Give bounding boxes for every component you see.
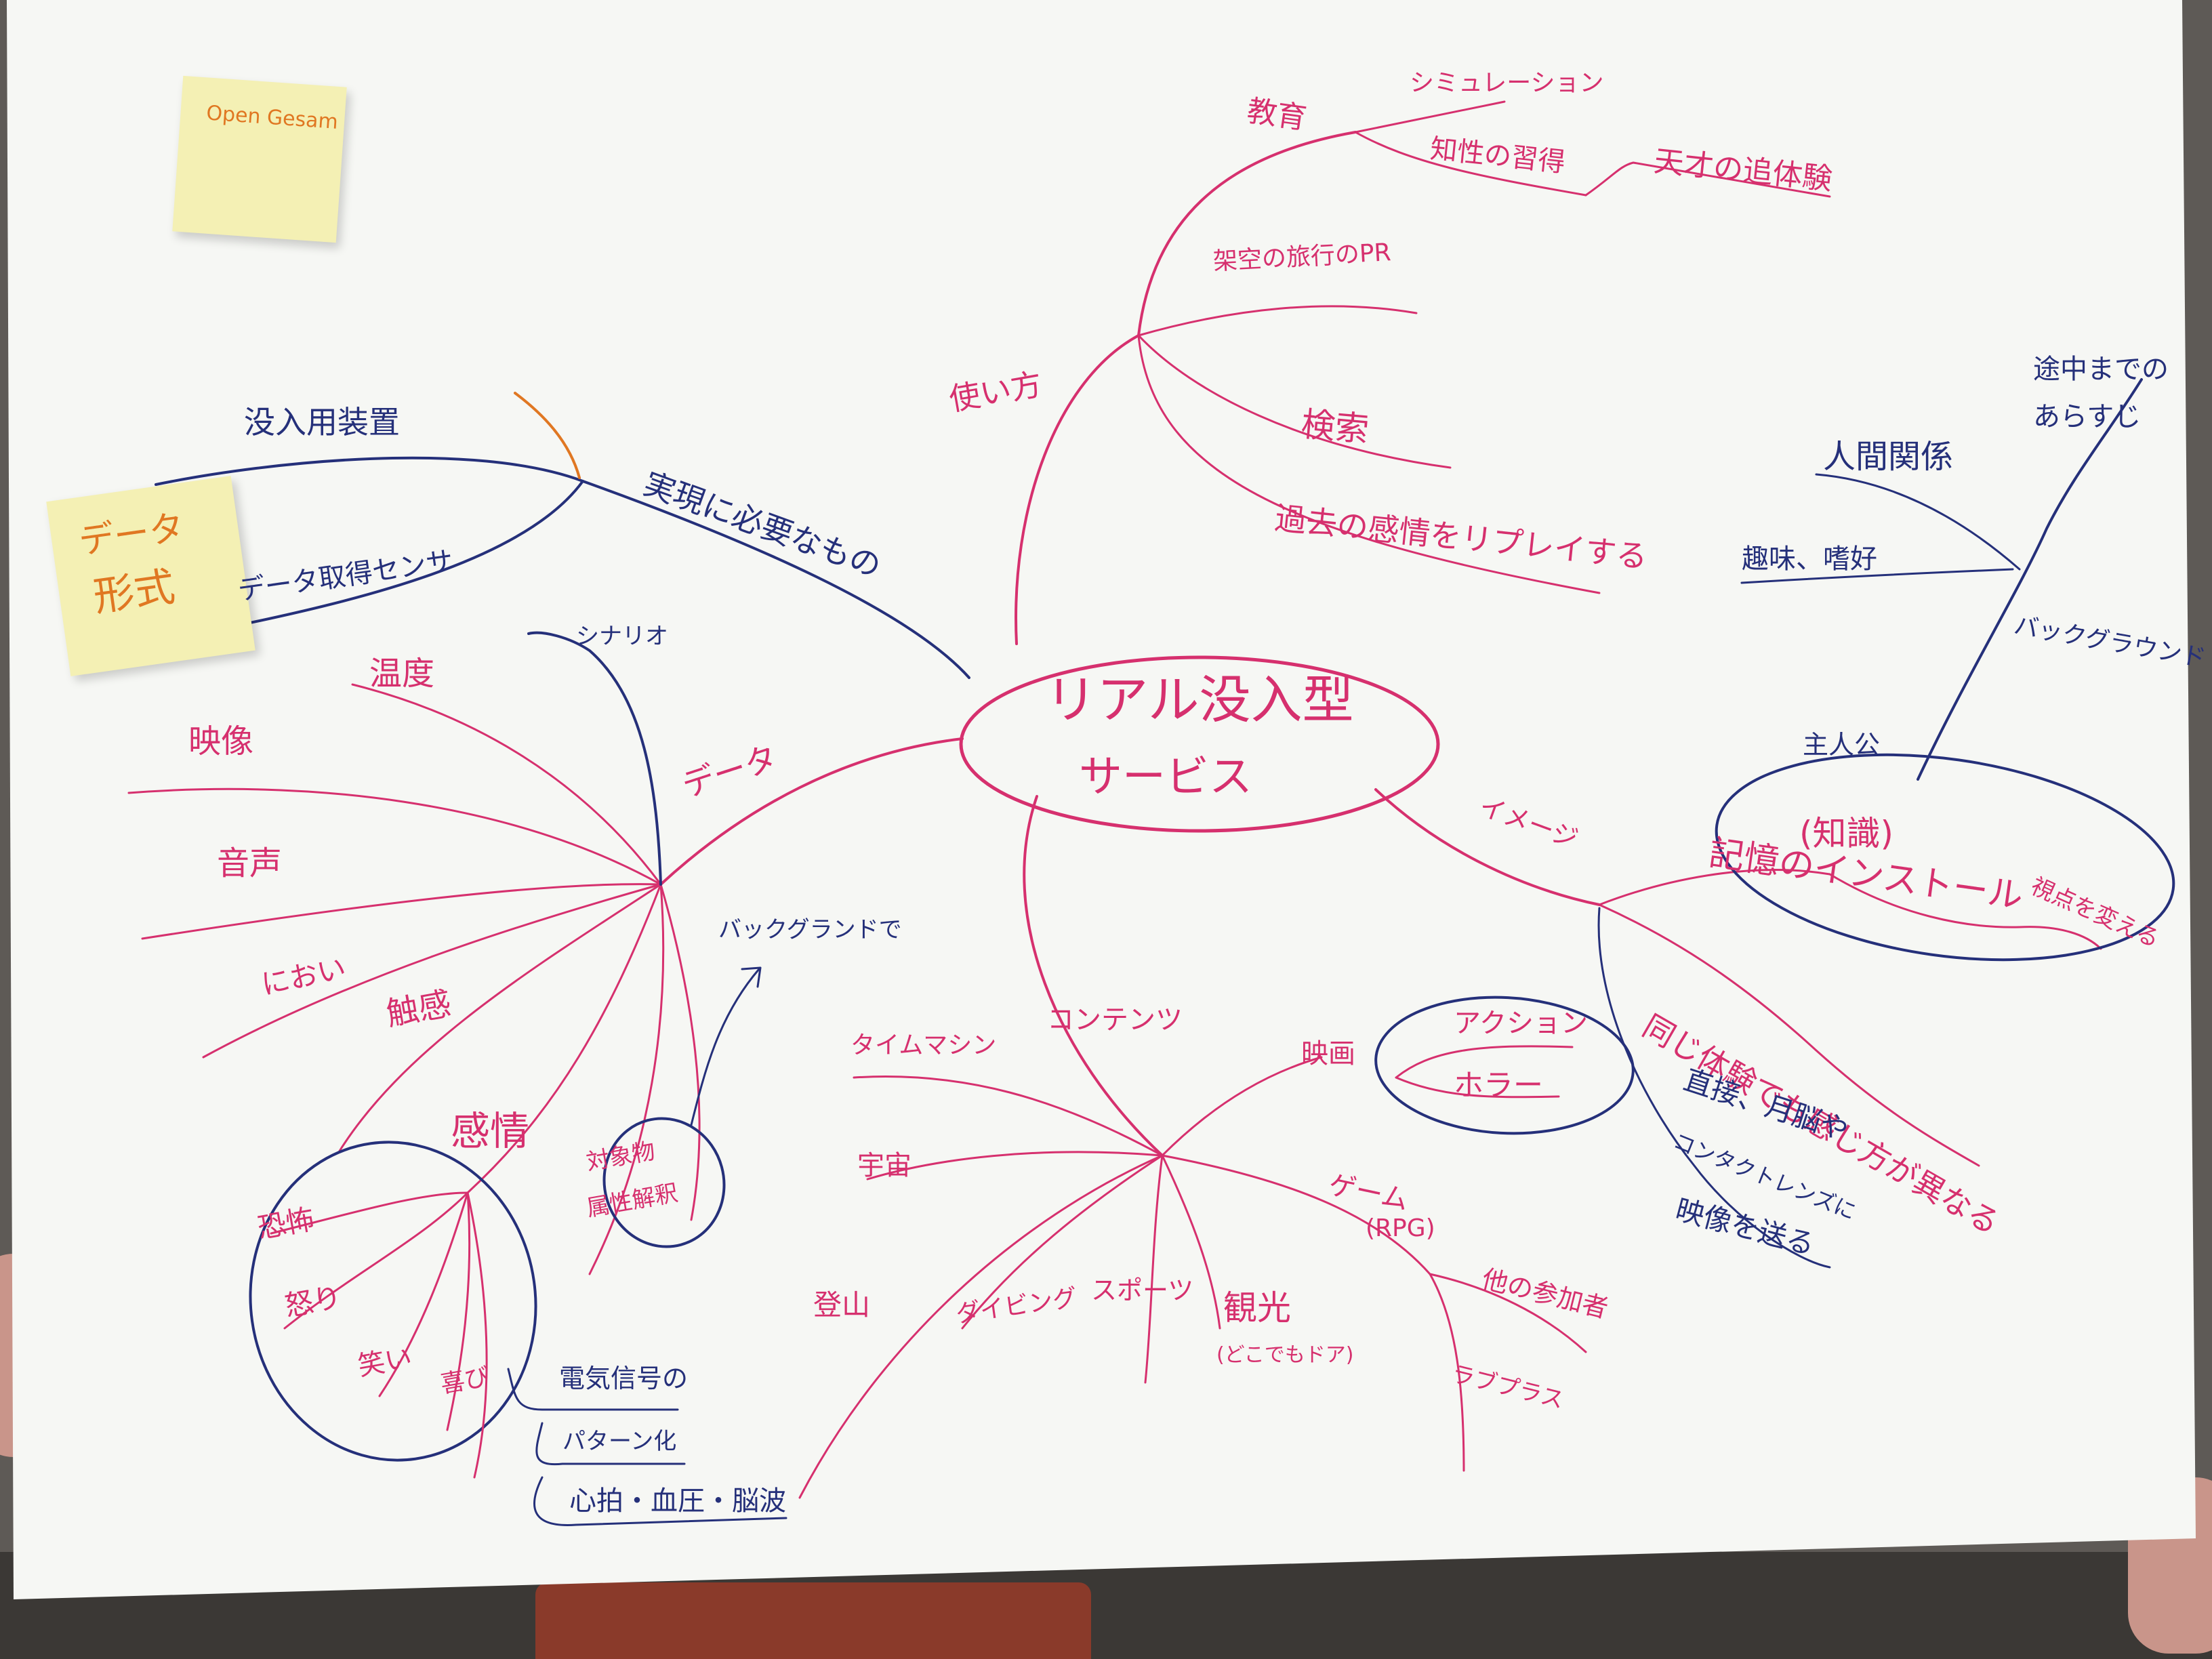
image-protagonist: 主人公 (1803, 730, 1881, 760)
sticky-note-open: Open Gesam (172, 75, 347, 243)
sticky-note-data-format: データ 形式 (46, 476, 255, 676)
movie-action: アクション (1454, 1008, 1588, 1039)
usage-search: 検索 (1299, 404, 1371, 450)
image-story-line2: あらすじ (2033, 401, 2142, 432)
data-audio: 音声 (217, 844, 283, 882)
chair (535, 1582, 1091, 1659)
image-relations: 人間関係 (1823, 438, 1954, 476)
sticky-note-open-text: Open Gesam (205, 101, 339, 134)
movie-horror: ホラー (1454, 1068, 1543, 1103)
image-story-line1: 途中までの (2033, 354, 2169, 385)
data-video: 映像 (188, 722, 254, 760)
requirements-device: 没入用装置 (244, 404, 400, 441)
content-space: 宇宙 (857, 1150, 912, 1181)
data-background: バックグランドで (718, 916, 902, 943)
center-topic-line1: リアル没入型 (1045, 670, 1354, 730)
content-time-machine: タイムマシン (851, 1031, 997, 1059)
content-sports: スポーツ (1091, 1275, 1194, 1305)
sticky-note-data-format-line1: データ (76, 507, 187, 562)
image-hobby: 趣味、嗜好 (1742, 544, 1877, 575)
content-climbing: 登山 (813, 1288, 871, 1322)
signal-vitals: 心拍・血圧・脳波 (569, 1486, 786, 1517)
signal-pattern: パターン化 (562, 1428, 677, 1455)
signal-line1: 電気信号の (559, 1364, 689, 1393)
data-scenario: シナリオ (576, 623, 668, 650)
content-movie: 映画 (1301, 1038, 1355, 1069)
center-topic-line2: サービス (1079, 752, 1252, 802)
content-anywhere-door: (どこでもドア) (1216, 1343, 1354, 1367)
content-sightseeing: 観光 (1223, 1288, 1291, 1328)
image-knowledge: (知識) (1799, 814, 1894, 853)
data-temperature: 温度 (369, 655, 435, 693)
content-label: コンテンツ (1047, 1004, 1183, 1036)
data-emotion: 感情 (451, 1108, 530, 1154)
sticky-note-data-format-line2: 形式 (90, 562, 178, 621)
content-rpg: (RPG) (1366, 1214, 1435, 1242)
usage-simulation: シミュレーション (1410, 69, 1604, 97)
usage-education: 教育 (1244, 94, 1309, 136)
